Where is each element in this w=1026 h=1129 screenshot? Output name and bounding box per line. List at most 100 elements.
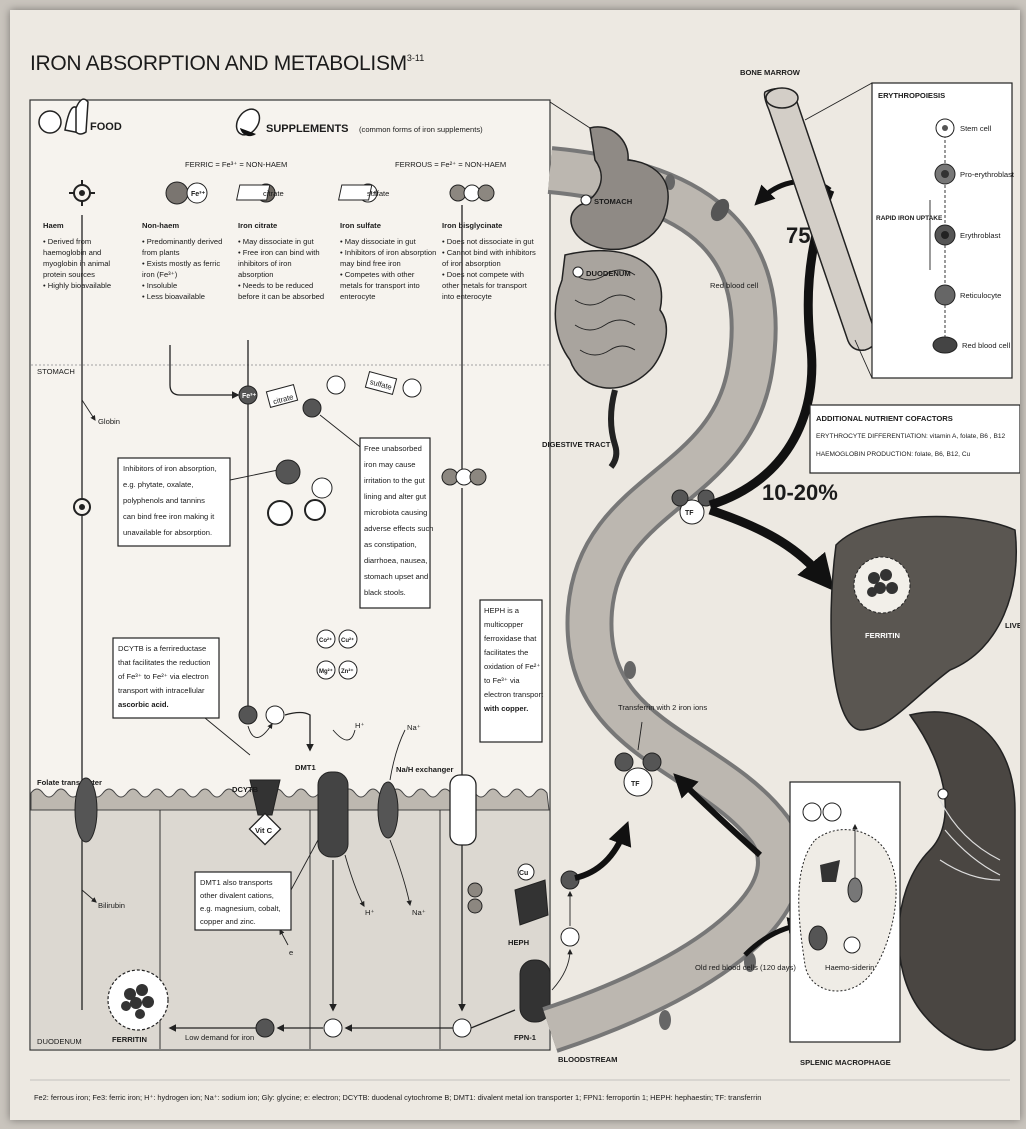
column-bullet: • May dissociate in gut [340, 237, 417, 246]
free-iron-text: black stools. [364, 588, 406, 597]
supplements-label: SUPPLEMENTS [266, 123, 349, 135]
column-bullet: enterocyte [340, 292, 375, 301]
ferric-ion [303, 399, 321, 417]
spleen-illustration [899, 712, 1015, 1050]
svg-text:Co²⁺: Co²⁺ [319, 637, 332, 644]
column-bullet: • May dissociate in gut [238, 237, 315, 246]
column-bullet: • Predominantly derived [142, 237, 222, 246]
heph-callout: HEPH is amulticopperferroxidase thatfaci… [480, 600, 544, 742]
page-sheet: IRON ABSORPTION AND METABOLISM3-11 FOOD … [10, 10, 1020, 1120]
liver-illustration [831, 516, 1016, 730]
svg-text:HAEMOGLOBIN PRODUCTION: folate: HAEMOGLOBIN PRODUCTION: folate, B6, B12,… [816, 451, 971, 458]
free-iron-text: microbiota causing [364, 508, 427, 517]
column-bullet: haemoglobin and [43, 248, 101, 257]
svg-text:H⁺: H⁺ [355, 721, 365, 730]
free-iron-text: lining and alter gut [364, 492, 427, 501]
dmt1-transporter[interactable] [318, 772, 348, 857]
column-bullet: • Competes with other [340, 270, 415, 279]
column-bullet: iron (Fe³⁺) [142, 270, 178, 279]
heph-text: facilitates the [484, 648, 528, 657]
column-bullet: absorption [238, 270, 273, 279]
ferrous-label: FERROUS = Fe²⁺ = NON-HAEM [395, 160, 506, 169]
bloodstream-label: BLOODSTREAM [558, 1055, 617, 1064]
na-h-exchanger[interactable] [378, 782, 398, 838]
heph-text: electron transport [484, 690, 544, 699]
liver-ferritin-label: FERRITIN [865, 631, 900, 640]
ferrous-ion [324, 1019, 342, 1037]
column-heading: Haem [43, 221, 64, 230]
svg-text:ERYTHROCYTE DIFFERENTIATION: v: ERYTHROCYTE DIFFERENTIATION: vitamin A, … [816, 433, 1006, 440]
liver-percentage: 10-20% [762, 480, 838, 505]
ferrous-ion [453, 1019, 471, 1037]
column-bullet: • Insoluble [142, 281, 177, 290]
svg-text:Cu: Cu [519, 870, 528, 877]
dmt1-label: DMT1 [295, 763, 316, 772]
bisglycinate-transporter[interactable] [450, 775, 476, 845]
svg-text:Pro-erythroblast: Pro-erythroblast [960, 170, 1015, 179]
free-iron-text: iron may cause [364, 460, 416, 469]
glycine-icon [468, 883, 482, 897]
svg-text:sulfate: sulfate [367, 189, 389, 198]
transferrin-to-liver-arrow [710, 510, 825, 580]
inhibitors-text: can bind free iron making it [123, 512, 215, 521]
inhibitors-text: Inhibitors of iron absorption, [123, 464, 217, 473]
plate-icon [39, 111, 61, 133]
stomach-marker [581, 195, 591, 205]
svg-text:TF: TF [685, 510, 694, 517]
svg-text:Na⁺: Na⁺ [407, 723, 421, 732]
svg-text:ERYTHROPOIESIS: ERYTHROPOIESIS [878, 91, 945, 100]
column-bullet: • Inhibitors of iron absorption [340, 248, 436, 257]
free-iron-text: adverse effects such [364, 524, 434, 533]
ferritin-cluster [108, 970, 168, 1030]
column-heading: Non-haem [142, 221, 179, 230]
heph-bold-text: with copper. [483, 704, 528, 713]
stomach-label: STOMACH [594, 197, 632, 206]
column-bullet: into enterocyte [442, 292, 492, 301]
low-demand-label: Low demand for iron [185, 1033, 254, 1042]
dcytb-text: DCYTB is a ferrireductase [118, 644, 206, 653]
dcytb-text: that facilitates the reduction [118, 658, 210, 667]
rbc-label: Red blood cell [710, 281, 758, 290]
supplements-note: (common forms of iron supplements) [359, 125, 483, 134]
svg-text:Na⁺: Na⁺ [412, 908, 426, 917]
red-blood-cell [659, 1010, 671, 1030]
erythropoiesis-panel: ERYTHROPOIESIS Stem cell Pro-erythroblas… [872, 83, 1015, 378]
column-bullet: metals for transport into [340, 281, 420, 290]
ferrous-ion [561, 928, 579, 946]
svg-text:Red blood cell: Red blood cell [962, 341, 1010, 350]
svg-text:e: e [289, 948, 293, 957]
duodenum-small-label: DUODENUM [37, 1037, 82, 1046]
iron-bisglycinate-icon [450, 185, 494, 201]
svg-text:Stem cell: Stem cell [960, 124, 992, 133]
transferrin-label: Transferrin with 2 iron ions [618, 703, 707, 712]
globin-label: Globin [98, 417, 120, 426]
bisglycinate-complex [442, 469, 486, 485]
dcytb-text: transport with intracellular [118, 686, 205, 695]
svg-text:Fe³⁺: Fe³⁺ [242, 393, 257, 400]
column-bullet: • Free iron can bind with [238, 248, 320, 257]
dmt1-text: DMT1 also transports [200, 878, 273, 887]
ferritin-label: FERRITIN [112, 1035, 147, 1044]
column-bullet: • Derived from [43, 237, 91, 246]
dmt1-text: e.g. magnesium, cobalt, [200, 904, 281, 913]
page-title: IRON ABSORPTION AND METABOLISM3-11 [30, 52, 424, 75]
free-iron-text: as constipation, [364, 540, 417, 549]
cofactors-panel: ADDITIONAL NUTRIENT COFACTORS ERYTHROCYT… [810, 405, 1020, 473]
column-bullet: • Exists mostly as ferric [142, 259, 220, 268]
fpn-to-transferrin-arrow [575, 830, 625, 878]
column-bullet: before it can be absorbed [238, 292, 324, 301]
column-heading: Iron bisglycinate [442, 221, 502, 230]
ferric-ion [239, 706, 257, 724]
red-blood-cell [624, 661, 636, 679]
column-bullet: • Cannot bind with inhibitors [442, 248, 536, 257]
column-bullet: • Less bioavailable [142, 292, 205, 301]
column-bullet: inhibitors of iron [238, 259, 292, 268]
ferric-ion [327, 376, 345, 394]
svg-text:Cu²⁺: Cu²⁺ [341, 637, 354, 644]
free-iron-text: irritation to the gut [364, 476, 426, 485]
svg-text:RAPID IRON UPTAKE: RAPID IRON UPTAKE [876, 215, 943, 222]
liver-label: LIVER [1005, 621, 1020, 630]
fpn-out-arrow [552, 950, 570, 990]
transferrin-complex: TF [615, 753, 661, 796]
folate-transporter [75, 778, 97, 842]
